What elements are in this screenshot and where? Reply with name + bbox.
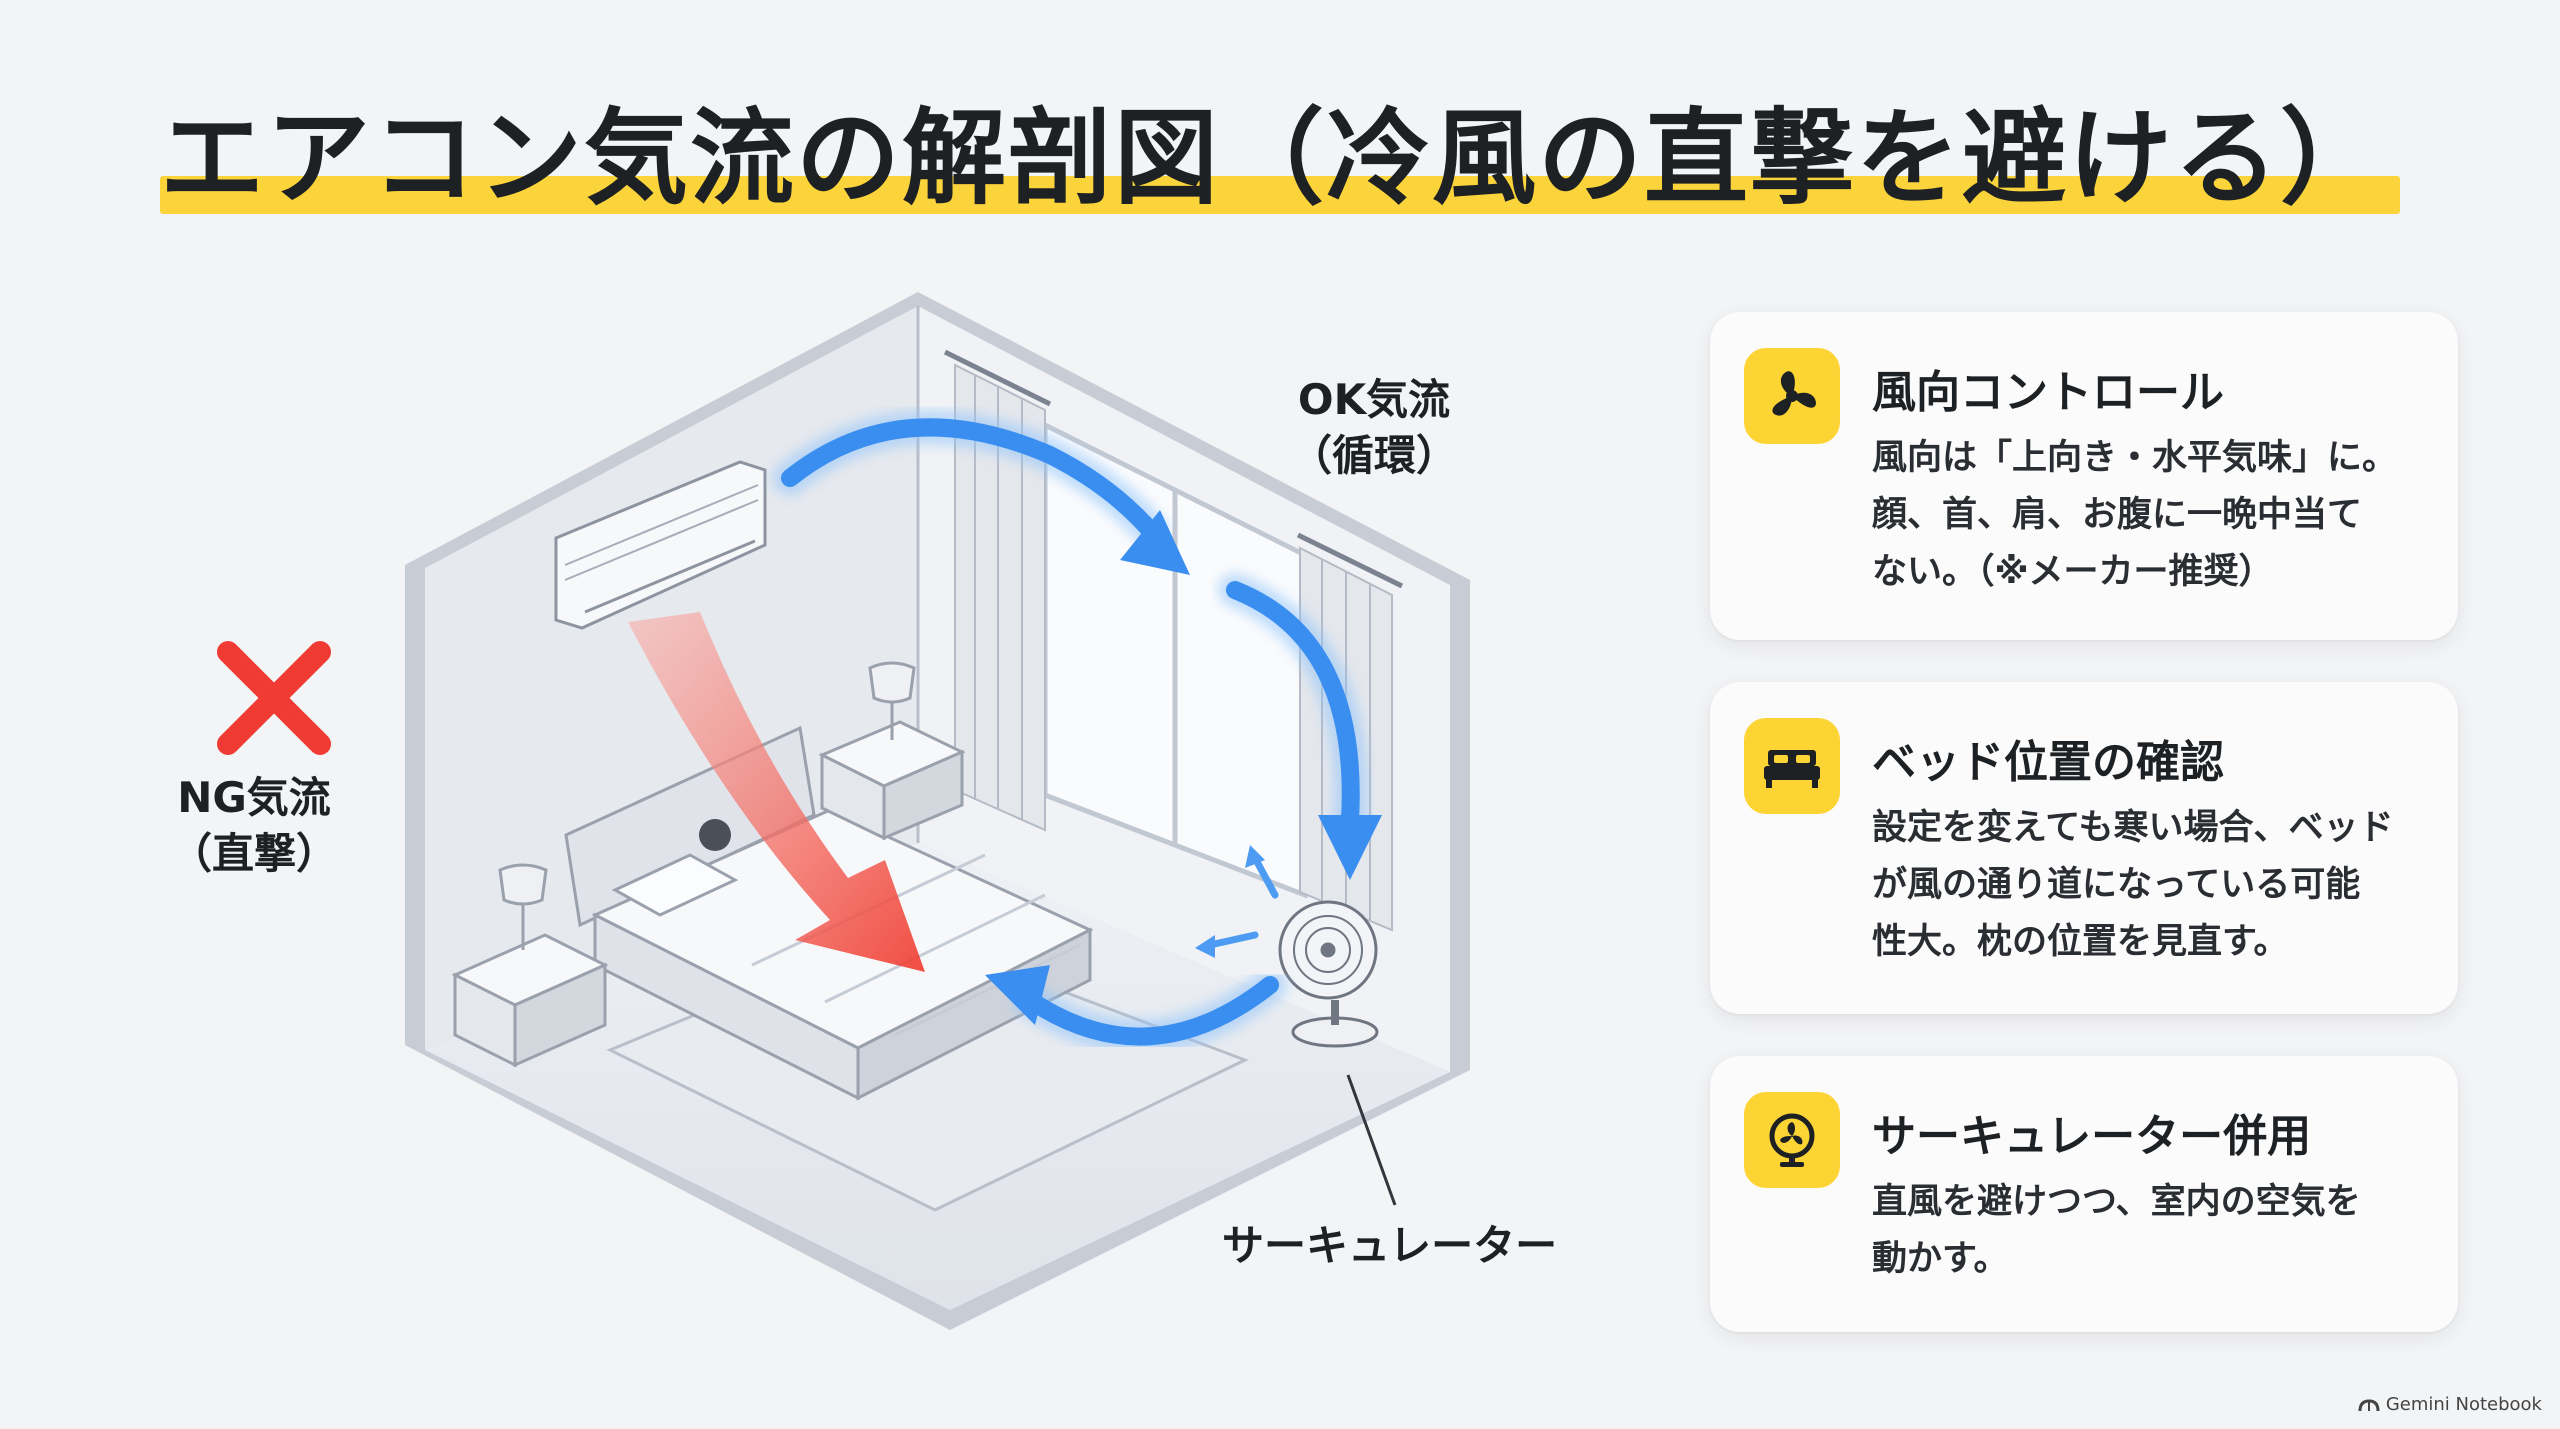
notebook-logo-icon (2358, 1398, 2380, 1411)
title-block: エアコン気流の解剖図（冷風の直撃を避ける） (160, 88, 2400, 228)
air-conditioner (554, 460, 767, 630)
ok-airflow-label: OK気流 （循環） (1290, 372, 1458, 484)
card-body: 設定を変えても寒い場合、ベッド が風の通り道になっている可能 性大。枕の位置を見… (1872, 808, 2394, 962)
footer-brand-text: Gemini Notebook (2385, 1394, 2542, 1415)
circulator-leader-line (1346, 1074, 1397, 1206)
nightstand-left (451, 863, 609, 1068)
fan-icon (1744, 348, 1840, 444)
card-bed-position: ベッド位置の確認 設定を変えても寒い場合、ベッド が風の通り道になっている可能 … (1710, 682, 2458, 1014)
nightstand-right (818, 661, 966, 841)
ng-airflow-label: NG気流 （直撃） (170, 770, 338, 882)
card-body: 直風を避けつつ、室内の空気を 動かす。 (1872, 1182, 2361, 1279)
circulator-label: サーキュレーター (1222, 1221, 1558, 1270)
card-title: 風向コントロール (1872, 367, 2224, 418)
ok-label-line2: （循環） (1290, 431, 1459, 480)
bed-icon (1744, 718, 1840, 814)
ng-label-line2: （直撃） (170, 829, 339, 878)
ng-airflow-arrow (628, 612, 925, 972)
circulator-fan (1278, 900, 1379, 1048)
footer-brand: Gemini Notebook (2358, 1394, 2542, 1415)
curtain-left (943, 349, 1052, 832)
ng-cross-icon (217, 641, 331, 755)
card-body: 風向は「上向き・水平気味」に。 顔、首、肩、お腹に一晩中当て ない。（※メーカー… (1872, 438, 2398, 592)
ok-airflow-arrows (773, 410, 1382, 1054)
circulator-icon (1744, 1092, 1840, 1188)
ok-label-line1: OK気流 (1297, 375, 1451, 424)
card-circulator: サーキュレーター併用 直風を避けつつ、室内の空気を 動かす。 (1710, 1056, 2458, 1332)
ng-label-line1: NG気流 (177, 773, 331, 822)
card-airflow-direction: 風向コントロール 風向は「上向き・水平気味」に。 顔、首、肩、お腹に一晩中当て … (1710, 312, 2458, 640)
title-highlight (160, 176, 2400, 214)
card-title: サーキュレーター併用 (1872, 1111, 2312, 1162)
page-title: エアコン気流の解剖図（冷風の直撃を避ける） (160, 97, 2387, 219)
card-title: ベッド位置の確認 (1872, 737, 2224, 788)
